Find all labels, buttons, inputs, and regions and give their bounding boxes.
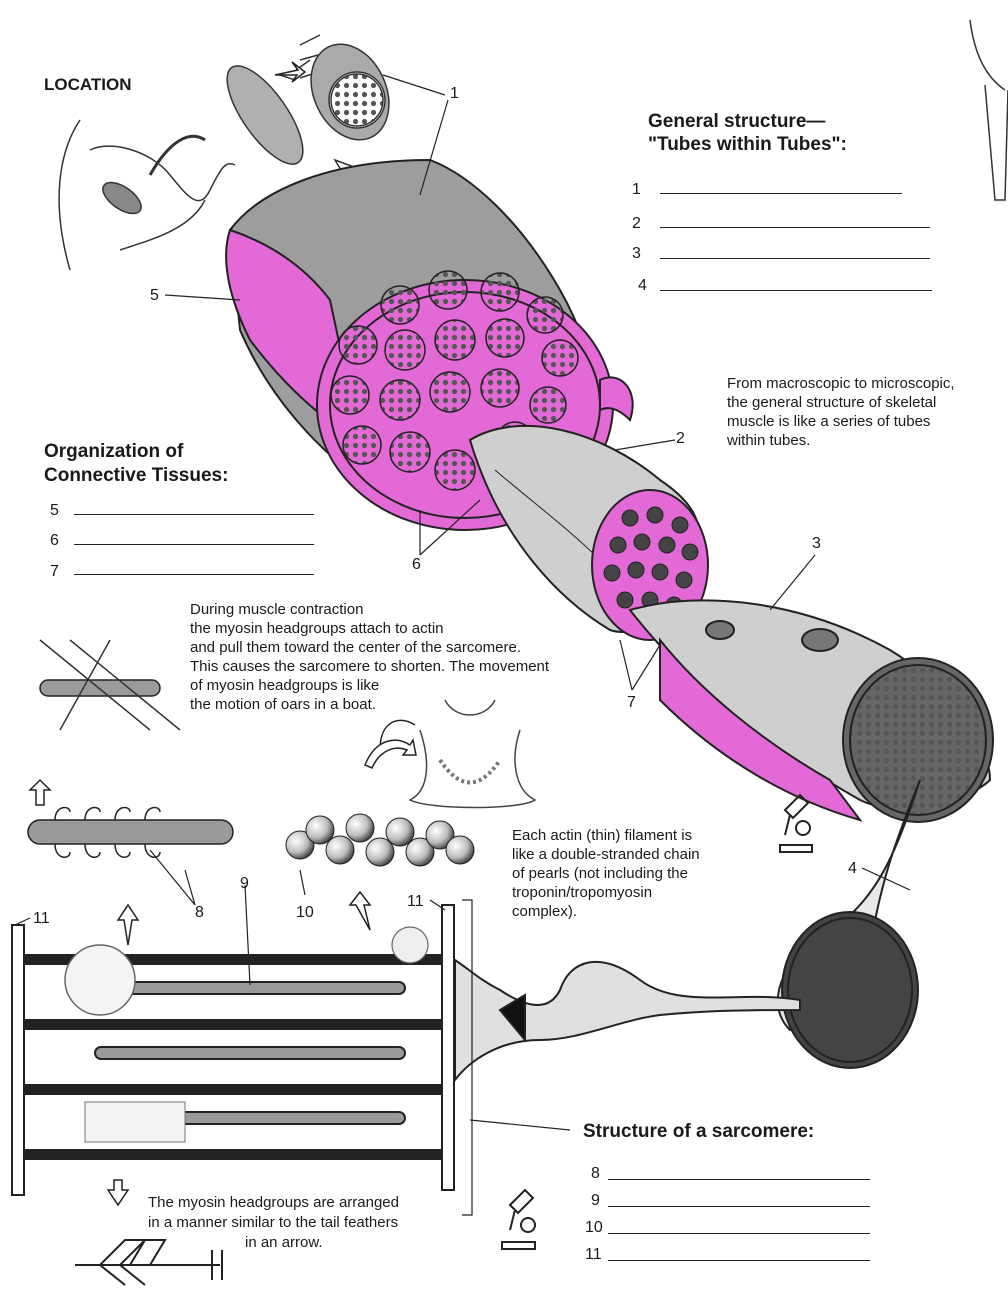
organization-subheading: Connective Tissues: (44, 464, 228, 487)
blank-label-10: 10 (585, 1219, 603, 1237)
arrow-description-line2: in a manner similar to the tail feathers (148, 1213, 398, 1232)
answer-line-6[interactable] (74, 544, 314, 545)
microscope-icon (780, 795, 812, 852)
whole-muscle-sketch (214, 31, 404, 185)
answer-line-2[interactable] (660, 227, 930, 228)
callout-11-right: 11 (407, 893, 424, 911)
arrow-description-line3: in an arrow. (245, 1233, 323, 1252)
blank-label-8: 8 (591, 1165, 600, 1183)
general-structure-subheading: "Tubes within Tubes": (648, 133, 847, 156)
callout-8: 8 (195, 904, 204, 922)
sarcomere-heading: Structure of a sarcomere: (583, 1120, 814, 1143)
organization-heading: Organization of (44, 440, 183, 463)
contraction-description: During muscle contraction the myosin hea… (190, 600, 610, 714)
blank-label-6: 6 (50, 532, 59, 550)
callout-11-left: 11 (33, 910, 50, 928)
blank-label-11: 11 (585, 1246, 602, 1264)
actin-description: Each actin (thin) filament is like a dou… (512, 826, 752, 921)
answer-line-8[interactable] (608, 1179, 870, 1180)
location-person-sketch (59, 120, 235, 270)
arrow-feathers-sketch (75, 1240, 222, 1285)
callout-7: 7 (627, 694, 636, 712)
callout-10: 10 (296, 904, 314, 922)
sarcomere (12, 905, 454, 1195)
callout-6: 6 (412, 556, 421, 574)
muscle-fiber (630, 600, 993, 822)
answer-line-4[interactable] (660, 290, 932, 291)
actin-pearls (286, 814, 474, 866)
callout-5: 5 (150, 287, 159, 305)
blank-label-7: 7 (50, 563, 59, 581)
blank-label-9: 9 (591, 1192, 600, 1210)
blank-label-3: 3 (632, 245, 641, 263)
answer-line-5[interactable] (74, 514, 314, 515)
callout-1: 1 (450, 85, 459, 103)
answer-line-10[interactable] (608, 1233, 870, 1234)
answer-line-1[interactable] (660, 193, 902, 194)
tubes-explanation: From macroscopic to microscopic, the gen… (727, 374, 1002, 450)
location-heading: LOCATION (44, 73, 132, 96)
answer-line-9[interactable] (608, 1206, 870, 1207)
callout-4: 4 (848, 860, 857, 878)
blank-label-2: 2 (632, 215, 641, 233)
answer-line-3[interactable] (660, 258, 930, 259)
blank-label-5: 5 (50, 502, 59, 520)
answer-line-7[interactable] (74, 574, 314, 575)
blank-label-4: 4 (638, 277, 647, 295)
arrow-description-line1: The myosin headgroups are arranged (148, 1193, 399, 1212)
callout-3: 3 (812, 535, 821, 553)
pen-sketch (970, 20, 1008, 200)
microscope-icon-lower (502, 1190, 535, 1249)
myofibril-tail (455, 960, 800, 1080)
general-structure-heading: General structure— (648, 110, 825, 133)
callout-2: 2 (676, 430, 685, 448)
callout-9: 9 (240, 875, 249, 893)
blank-label-1: 1 (632, 181, 641, 199)
answer-line-11[interactable] (608, 1260, 870, 1261)
